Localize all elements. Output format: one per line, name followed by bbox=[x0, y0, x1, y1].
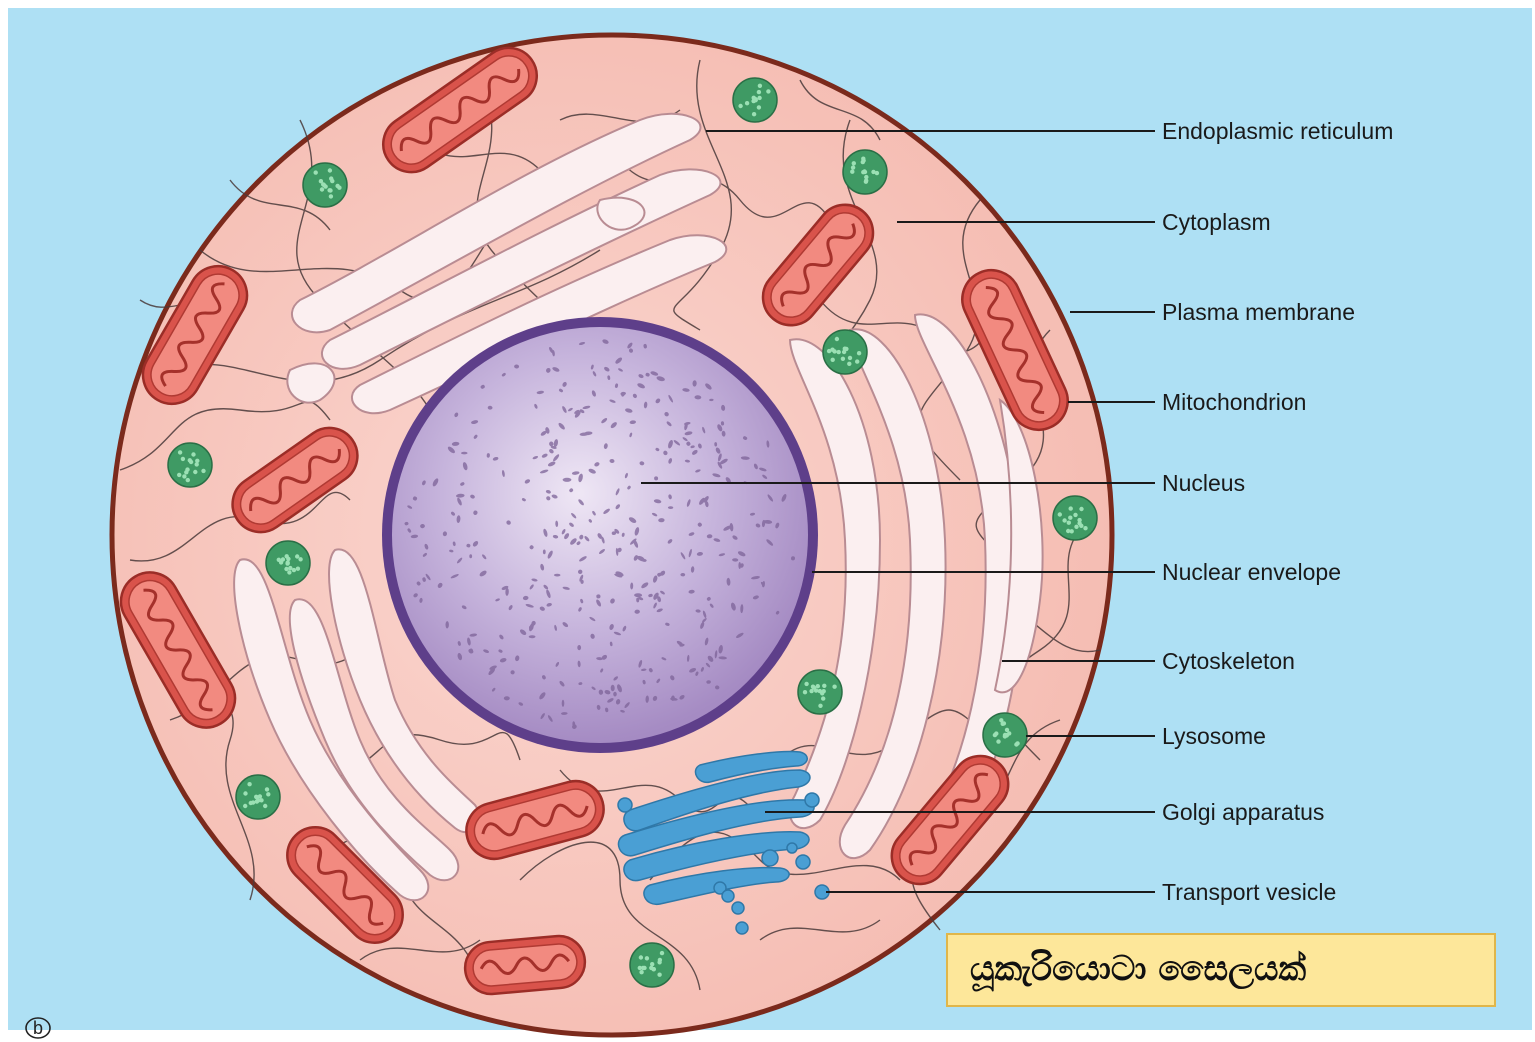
lysosome-organelle bbox=[303, 163, 347, 207]
transport-vesicle bbox=[796, 855, 810, 869]
label-cytoskeleton: Cytoskeleton bbox=[1162, 648, 1295, 674]
lysosome-organelle bbox=[1053, 496, 1097, 540]
label-cytoplasm: Cytoplasm bbox=[1162, 209, 1271, 235]
panel-letter: b bbox=[23, 1016, 53, 1040]
lysosome-organelle bbox=[798, 670, 842, 714]
label-nucleus: Nucleus bbox=[1162, 470, 1245, 496]
transport-vesicle bbox=[618, 798, 632, 812]
transport-vesicle bbox=[722, 890, 734, 902]
label-transport-vesicle: Transport vesicle bbox=[1162, 879, 1336, 905]
transport-vesicle bbox=[762, 850, 778, 866]
caption-box: යූකැරියොටා සෛලයක් bbox=[946, 933, 1496, 1007]
mitochondrion-organelle bbox=[463, 934, 587, 996]
label-lysosome: Lysosome bbox=[1162, 723, 1266, 749]
nucleus bbox=[382, 317, 818, 753]
transport-vesicle bbox=[787, 843, 797, 853]
lysosome-organelle bbox=[236, 775, 280, 819]
lysosome-organelle bbox=[843, 150, 887, 194]
label-golgi-apparatus: Golgi apparatus bbox=[1162, 799, 1324, 825]
label-mitochondrion: Mitochondrion bbox=[1162, 389, 1306, 415]
panel-letter-text: b bbox=[33, 1018, 43, 1039]
lysosome-organelle bbox=[168, 443, 212, 487]
label-plasma-membrane: Plasma membrane bbox=[1162, 299, 1355, 325]
lysosome-organelle bbox=[983, 713, 1027, 757]
lysosome-organelle bbox=[733, 78, 777, 122]
transport-vesicle bbox=[805, 793, 819, 807]
label-endoplasmic-reticulum: Endoplasmic reticulum bbox=[1162, 118, 1393, 144]
label-nuclear-envelope: Nuclear envelope bbox=[1162, 559, 1341, 585]
lysosome-organelle bbox=[266, 541, 310, 585]
transport-vesicle bbox=[736, 922, 748, 934]
lysosome-organelle bbox=[630, 943, 674, 987]
transport-vesicle bbox=[732, 902, 744, 914]
lysosome-organelle bbox=[823, 330, 867, 374]
caption-text: යූකැරියොටා සෛලයක් bbox=[970, 949, 1306, 989]
